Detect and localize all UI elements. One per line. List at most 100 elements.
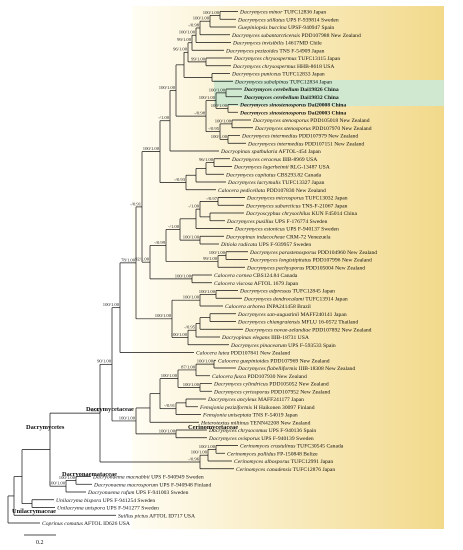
species-name: Dacrymyces cyrtosporus <box>213 389 269 395</box>
support-value: 100/1.00 <box>215 118 232 123</box>
voucher-and-locality: UPS F-593533 Spain <box>287 343 336 349</box>
species-name: Calocera lutea <box>196 351 230 357</box>
voucher-and-locality: KUN F45014 China <box>310 211 357 217</box>
support-value: 100/1.00 <box>161 373 178 378</box>
support-value: 78/1.00 <box>121 257 136 262</box>
species-name: Dacrymyces stenosporus <box>254 126 311 132</box>
voucher-and-locality: TUFC13327 Japan <box>281 180 325 186</box>
voucher-and-locality: CRM-72 Venezuela <box>285 234 331 240</box>
species-name: Dacrymyces flabelliformis <box>237 365 297 372</box>
species-name: Dacryopinax spathularia <box>220 149 278 155</box>
voucher-and-locality: AFTOL-454 Japan <box>277 149 321 155</box>
taxon-label: Calocera arborea INPA241458 Brazil <box>225 304 311 310</box>
voucher-and-locality: UPS F-940137 Sweden <box>285 227 339 233</box>
taxon-label: Cerinomyces crustulinus TUFC30545 Canada <box>240 444 344 450</box>
taxon-label: Dacryopinax indacocheae CRM-72 Venezuela <box>225 234 331 240</box>
support-value: 100/1.00 <box>203 10 220 15</box>
support-value: -/0.95 <box>208 126 220 131</box>
species-name: Calocera fusca <box>212 373 246 380</box>
taxon-label: Cerinomyces pallidus FP-150848 Belize <box>227 451 318 457</box>
species-name: Dacrymyces pusillus <box>226 219 273 225</box>
clade-dacrymycetaceae: Dacrymycetaceae <box>86 406 134 413</box>
species-name: Unilacryma bispora <box>56 498 101 504</box>
species-name: Dacrymyces sinostenosporus <box>239 103 306 109</box>
voucher-and-locality: PDD107892 New Zealand <box>311 327 372 333</box>
support-value: 99/1.00 <box>203 256 218 261</box>
voucher-and-locality: TNS F-54019 Japan <box>251 413 298 419</box>
support-value: 100/1.00 <box>191 450 208 455</box>
voucher-and-locality: TUFC12833 Japan <box>281 72 325 78</box>
clade-labels: Dacrymycetaceae Cerinomycetaceae Dacryon… <box>12 406 238 515</box>
voucher-and-locality: Dai20008 China <box>306 103 346 109</box>
voucher-and-locality: HHB-8618 USA <box>296 64 335 70</box>
voucher-and-locality: PDD107996 New Zealand <box>311 258 372 264</box>
voucher-and-locality: TENN42208 New Zealand <box>249 420 311 426</box>
voucher-and-locality: MAFF241177 Japan <box>257 397 305 403</box>
voucher-and-locality: PDD107830 New Zealand <box>265 188 326 194</box>
taxon-label: Dacrymyces cyrtosporus PDD107952 New Zea… <box>213 389 330 395</box>
support-value: -/0.95 <box>184 325 196 330</box>
taxon-label: Dacrymyces novae-zelandiae PDD107892 New… <box>244 327 372 333</box>
species-name: Dacryopinax elegans <box>221 335 270 341</box>
voucher-and-locality: Dai19826 China <box>299 87 339 93</box>
species-name: Cerinomyces crustulinus <box>240 444 295 450</box>
species-name: Dacrymyces chrysospermus <box>233 56 297 62</box>
taxon-label: Coprinus comatus AFTOL ID626 USA <box>42 521 130 527</box>
species-name: Dacrymyces stillatus <box>237 17 285 23</box>
support-value: 99/1.00 <box>177 37 192 42</box>
voucher-and-locality: TNS F-54909 Japan <box>278 48 325 54</box>
support-value: 100/1.00 <box>155 313 172 318</box>
taxon-label: Dacrymyces intermedius PDD107151 New Zea… <box>247 141 364 147</box>
support-value: 100/1.00 <box>103 302 120 307</box>
taxon-label: Heterotextus miltinus TENN42208 New Zeal… <box>200 420 311 426</box>
species-name: Coprinus comatus <box>42 521 83 527</box>
support-value: 100/1.00 <box>193 16 210 21</box>
taxon-label: Dacrymyces chrysocomus UPS F-940136 Spai… <box>208 428 316 434</box>
species-name: Dacrymyces adpressus <box>239 289 291 295</box>
support-value: 100/1.00 <box>211 103 228 108</box>
voucher-and-locality: PDD104960 New Zealand <box>316 250 377 256</box>
species-name: Dacrymyces intermedius <box>241 134 297 140</box>
taxon-labels: Dacrymyces minor TUFC12836 JapanDacrymyc… <box>42 10 377 528</box>
voucher-and-locality: PDD107151 New Zealand <box>303 141 364 147</box>
voucher-and-locality: Dai19832 China <box>299 95 339 101</box>
species-name: Suillus pictus <box>118 513 148 519</box>
support-value: 96/1.00 <box>199 157 214 162</box>
species-name: Cerinomyces albosporus <box>234 459 289 465</box>
support-value: 100/1.00 <box>211 134 228 139</box>
taxon-label: Dacrymyces sinostenosporus Dai20008 Chin… <box>239 103 346 109</box>
voucher-and-locality: UPS F-941003 Sweden <box>134 490 188 496</box>
taxon-label: Dacrymyces longistipitatus PDD107996 New… <box>249 258 372 264</box>
taxon-label: Dacryonaema macrosporum UPS F-940948 Fin… <box>93 482 211 488</box>
voucher-and-locality: UPS F-176774 Sweden <box>273 219 327 225</box>
species-name: Dacrymyces microsporus <box>246 196 304 202</box>
species-name: Dacryopinax indacocheae <box>225 234 285 240</box>
species-name: Dacrymyces novae-zelandiae <box>244 327 311 333</box>
species-name: Dacrymyces parastenosporus <box>249 250 316 256</box>
taxon-label: Dacrymyces ceraceus IIIB-8969 USA <box>231 157 317 163</box>
new-species-highlight <box>214 80 444 106</box>
support-value: 100/1.00 <box>59 475 76 480</box>
taxon-label: Dacrymyces adpressus TUFC12845 Japan <box>239 289 335 295</box>
voucher-and-locality: 14617MD Chile <box>284 41 322 47</box>
taxon-label: Dacryopinax spathularia AFTOL-454 Japan <box>220 149 321 155</box>
taxon-label: Dacrymyces parastenosporus PDD104960 New… <box>249 250 377 256</box>
taxon-label: Calocera cornea CBS124.84 Canada <box>214 273 298 279</box>
scale-bar-label: 0.2 <box>36 540 44 546</box>
support-value: 100/1.00 <box>199 289 216 294</box>
species-name: Dacrymyces chrysocomus <box>208 428 267 434</box>
support-value: 100/1.00 <box>209 87 226 92</box>
support-value: 100/1.00 <box>183 295 200 300</box>
voucher-and-locality: TUFC12845 Japan <box>291 289 335 295</box>
taxon-label: Dacryonaema rufum UPS F-941003 Sweden <box>87 489 189 496</box>
species-name: Dacrymyces cylindricus <box>213 382 268 388</box>
taxon-label: Dacrymyces stenosporus PDD105018 New Zea… <box>252 118 370 124</box>
tree-branches <box>7 11 253 524</box>
species-name: Cerinomyces canadensis <box>236 467 291 473</box>
taxon-label: Calocera viscosa AFTOL 1679 Japan <box>214 281 298 287</box>
species-name: Dacrymyces lacrymalis <box>227 180 281 186</box>
species-name: Dacrymyces stenosporus <box>252 118 309 124</box>
voucher-and-locality: AFTOL ID626 USA <box>83 521 130 527</box>
clade-dacryonaemataceae: Dacryonaemataceae <box>62 471 117 478</box>
